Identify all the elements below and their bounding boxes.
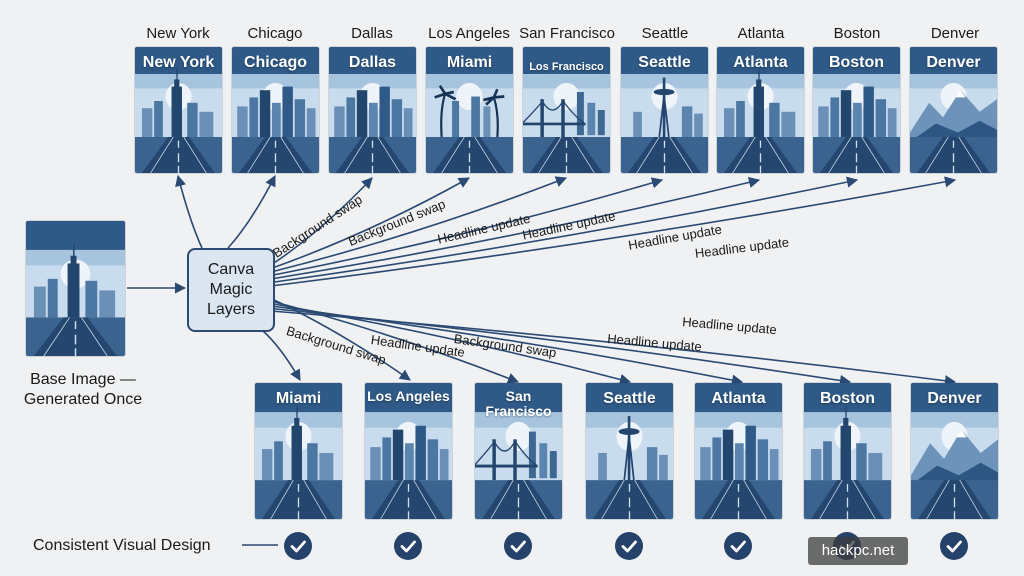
base-image-card <box>26 221 125 356</box>
card-title: Miami <box>275 390 322 407</box>
bottom-city-card: Denver <box>911 383 998 519</box>
canva-magic-layers-label: Canva Magic Layers <box>206 261 256 318</box>
top-city-card: Denver <box>910 47 997 173</box>
hub-to-top-arrow <box>270 177 373 266</box>
card-title: Seattle <box>603 390 656 407</box>
top-city-card: Los Francisco <box>523 47 610 173</box>
bottom-city-card: Miami <box>255 383 342 519</box>
consistent-design-caption: Consistent Visual Design <box>33 537 211 554</box>
hub-to-top-arrow <box>270 177 664 277</box>
city-label: New York <box>146 25 210 42</box>
card-title: Boston <box>819 390 876 407</box>
hub-to-top-arrow <box>270 176 761 280</box>
card-title: Seattle <box>638 54 691 71</box>
card-title: New York <box>142 54 215 71</box>
card-title: Denver <box>926 54 981 71</box>
bottom-city-card: San Francisco <box>475 383 562 519</box>
card-title: Los Francisco <box>529 61 604 73</box>
top-city-card: Atlanta <box>717 47 804 173</box>
city-label: Dallas <box>351 25 393 42</box>
city-label: Denver <box>930 25 980 42</box>
top-city-card: Boston <box>813 47 900 173</box>
hub-to-bottom-arrow <box>270 310 957 387</box>
top-city-card: Seattle <box>621 47 708 173</box>
city-label: Seattle <box>641 25 689 42</box>
hub-to-top-arrow <box>270 176 957 287</box>
card-title: Miami <box>446 54 493 71</box>
hub-to-top-arrow <box>227 175 276 249</box>
hub-to-top-arrow <box>175 174 203 249</box>
card-title: Denver <box>927 390 982 407</box>
bottom-city-card: Los Angeles <box>365 383 452 519</box>
bottom-city-card: Atlanta <box>695 383 782 519</box>
bottom-city-card: Seattle <box>586 383 673 519</box>
card-title: Los Angeles <box>367 388 450 404</box>
top-city-card: Chicago <box>232 47 319 173</box>
top-city-card: Dallas <box>329 47 416 173</box>
hub-to-bottom-arrow <box>261 329 301 381</box>
checkmark-icon <box>615 532 643 560</box>
top-city-card: New York <box>135 47 222 173</box>
card-title: San Francisco <box>485 388 552 419</box>
card-title: Atlanta <box>733 54 788 71</box>
checkmark-icon <box>394 532 422 560</box>
card-title: Boston <box>828 54 885 71</box>
city-label: Boston <box>833 25 881 42</box>
city-label: Los Angeles <box>428 25 510 42</box>
checkmark-icon <box>284 532 312 560</box>
city-label: Atlanta <box>737 25 785 42</box>
hub-to-bottom-arrow <box>270 307 852 386</box>
city-label: Chicago <box>247 25 303 42</box>
checkmark-icon <box>724 532 752 560</box>
hub-to-top-arrow <box>270 177 470 270</box>
base-image-caption: Base Image — Generated Once <box>23 371 143 408</box>
bottom-city-card: Boston <box>804 383 891 519</box>
card-title: Atlanta <box>711 390 766 407</box>
hub-to-top-arrow <box>270 176 859 284</box>
top-city-card: Miami <box>426 47 513 173</box>
card-title: Dallas <box>348 54 397 71</box>
hub-to-top-arrow <box>270 176 568 273</box>
canva-magic-layers-node: Canva Magic Layers <box>187 248 275 332</box>
checkmark-icon <box>940 532 968 560</box>
checkmark-icon <box>504 532 532 560</box>
watermark: hackpc.net <box>808 537 908 565</box>
card-title: Chicago <box>243 54 308 71</box>
city-label: San Francisco <box>519 25 615 42</box>
